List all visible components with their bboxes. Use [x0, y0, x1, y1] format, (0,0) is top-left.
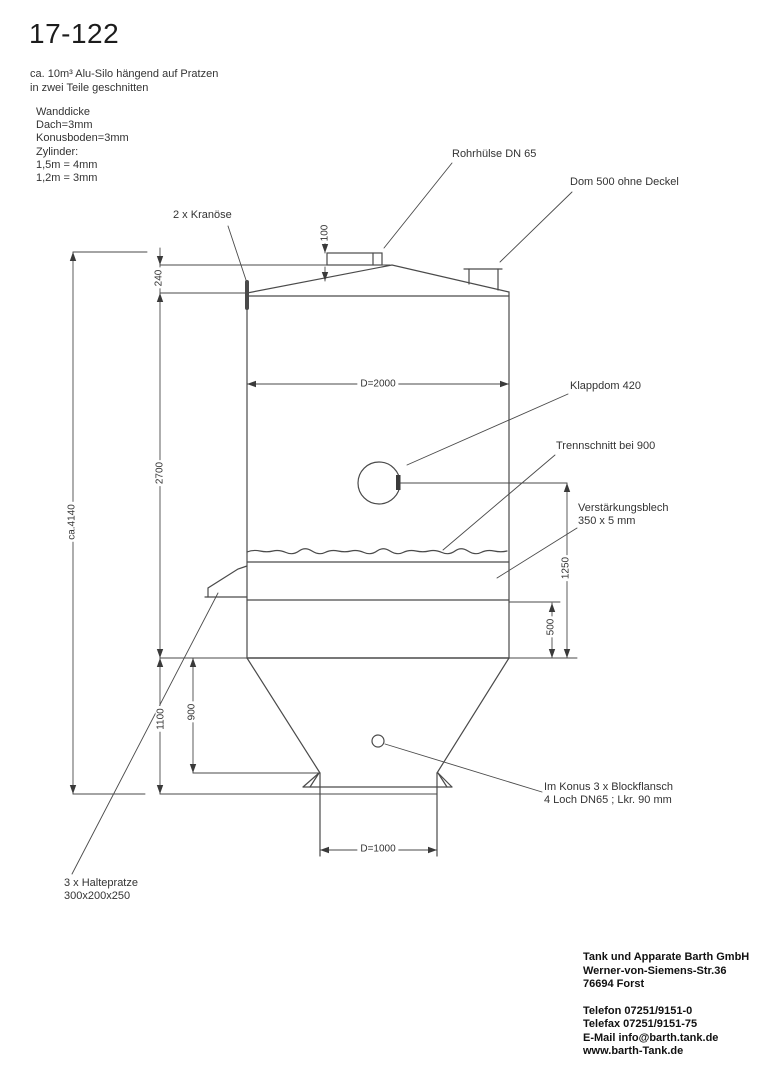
haltepratze-line-1: 3 x Haltepratze [64, 877, 138, 889]
dim-cone-height: 900 [186, 701, 198, 723]
verstaerkungsblech-line-1: Verstärkungsblech [578, 502, 669, 514]
note-line: Konusboden=3mm [36, 132, 129, 145]
dim-total-height: ca.4140 [66, 502, 78, 542]
wall-thickness-notes: Wanddicke Dach=3mm Konusboden=3mm Zylind… [36, 106, 129, 185]
description-line-2: in zwei Teile geschnitten [30, 82, 149, 94]
label-klappdom: Klappdom 420 [570, 380, 641, 392]
verstaerkungsblech-line-2: 350 x 5 mm [578, 515, 636, 527]
blockflansch-hole [371, 734, 385, 748]
note-line: Dach=3mm [36, 119, 93, 132]
verstaerkungsblech-band [246, 561, 510, 601]
note-line: 1,5m = 4mm [36, 158, 98, 171]
label-imkonus: Im Konus 3 x Blockflansch 4 Loch DN65 ; … [544, 781, 673, 807]
klappdom-circle [357, 461, 401, 505]
dim-cone-total-height: 1100 [155, 706, 167, 732]
label-haltepratze: 3 x Haltepratze 300x200x250 [64, 877, 138, 903]
dimension-lines [72, 241, 568, 851]
drawing-number: 17-122 [29, 18, 120, 49]
label-dom: Dom 500 ohne Deckel [570, 176, 679, 188]
dim-lower-band: 500 [545, 616, 557, 638]
title-block-company: Tank und Apparate Barth GmbH Werner-von-… [583, 951, 749, 1059]
drawing-description: ca. 10m³ Alu-Silo hängend auf Pratzen in… [30, 67, 218, 95]
label-verstaerkungsblech: Verstärkungsblech 350 x 5 mm [578, 502, 669, 528]
note-line: Wanddicke [36, 106, 91, 118]
dimension-arrows [69, 244, 571, 854]
label-rohrhuelse: Rohrhülse DN 65 [452, 148, 537, 160]
rohrhuelse-pipe [326, 252, 383, 266]
dim-klappdom-offset: 1250 [560, 554, 572, 582]
company-name: Tank und Apparate Barth GmbH [583, 951, 750, 963]
dim-cylinder-height: 2700 [154, 459, 166, 487]
dim-diameter-top: D=2000 [357, 378, 399, 390]
company-street: Werner-von-Siemens-Str.36 [583, 964, 727, 977]
label-kranoese: 2 x Kranöse [173, 209, 232, 221]
dom-500-manhole [463, 268, 503, 291]
klappdom-hinge-tick [396, 475, 401, 490]
company-email: E-Mail info@barth.tank.de [583, 1031, 719, 1044]
company-city: 76694 Forst [583, 978, 645, 990]
haltepratze-line-2: 300x200x250 [64, 890, 131, 902]
dim-diameter-outlet: D=1000 [357, 843, 399, 855]
company-web: www.barth-Tank.de [583, 1045, 684, 1057]
imkonus-line-1: Im Konus 3 x Blockflansch [544, 781, 674, 793]
haltepratze-bracket [204, 565, 248, 598]
imkonus-line-2: 4 Loch DN65 ; Lkr. 90 mm [544, 794, 672, 806]
leader-lines [71, 162, 578, 875]
trennschnitt-cut-line [246, 548, 508, 555]
dim-roof-height: 240 [153, 267, 165, 289]
dim-pipe-height: 100 [319, 222, 331, 244]
description-line-1: ca. 10m³ Alu-Silo hängend auf Pratzen [30, 68, 219, 80]
silo-outline [159, 264, 578, 857]
note-line: 1,2m = 3mm [36, 172, 98, 185]
company-phone: Telefon 07251/9151-0 [583, 1004, 693, 1017]
company-fax: Telefax 07251/9151-75 [583, 1018, 698, 1030]
label-trennschnitt: Trennschnitt bei 900 [556, 440, 656, 452]
note-line: Zylinder: [36, 145, 79, 158]
